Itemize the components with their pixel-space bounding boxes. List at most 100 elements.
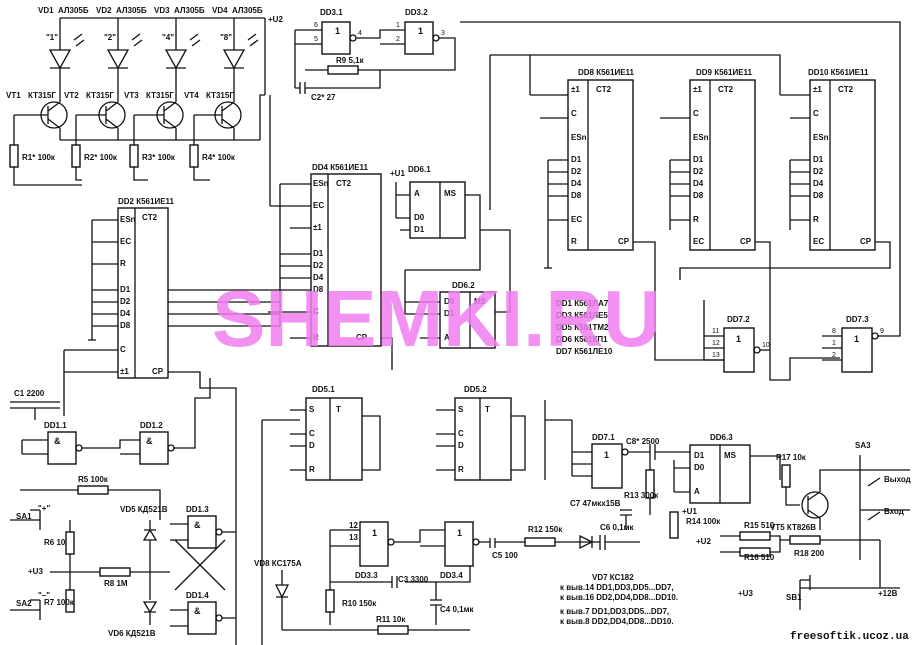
svg-text:EC: EC <box>813 237 824 246</box>
led-part-vd1: АЛ305Б <box>58 6 89 15</box>
counter-dd2: DD2 К561ИЕ11 CT2 ESn EC R D1 D2 D4 D8 C … <box>63 197 280 645</box>
chip-dd3: DD3 К561ЛЕ5 <box>556 311 608 320</box>
svg-text:CT2: CT2 <box>142 213 158 222</box>
svg-text:D1: D1 <box>414 225 425 234</box>
svg-text:ESn: ESn <box>813 133 829 142</box>
chip-dd7: DD7 К561ЛЕ10 <box>556 347 613 356</box>
svg-text:1: 1 <box>832 340 836 347</box>
pin-note-2: к выв.16 DD2,DD4,DD8...DD10. <box>560 593 678 602</box>
counter-dd10-title: DD10 К561ИЕ11 <box>808 68 869 77</box>
svg-text:9: 9 <box>880 328 884 335</box>
svg-text:D4: D4 <box>313 273 324 282</box>
supply-u2: +U2 <box>696 537 711 546</box>
svg-text:MS: MS <box>474 297 487 306</box>
svg-text:6: 6 <box>314 22 318 29</box>
svg-text:D2: D2 <box>813 167 824 176</box>
supply-u3-left: +U3 <box>28 567 43 576</box>
svg-text:1: 1 <box>335 26 340 36</box>
svg-text:A: A <box>414 189 420 198</box>
svg-text:13: 13 <box>349 533 358 542</box>
supply-u3-right: +U3 <box>738 589 753 598</box>
capacitor-c7: C7 47мкх15В <box>570 499 621 508</box>
base-resistors <box>9 144 210 186</box>
svg-text:&: & <box>194 606 201 616</box>
capacitor-c4: C4 0,1мк <box>440 605 474 614</box>
svg-text:ESn: ESn <box>571 133 587 142</box>
resistor-r18: R18 200 <box>794 549 825 558</box>
label-output: Выход <box>884 475 911 484</box>
resistor-r13: R13 300к <box>624 491 659 500</box>
svg-text:ESn: ESn <box>120 215 136 224</box>
svg-text:4: 4 <box>358 30 362 37</box>
svg-text:1: 1 <box>396 22 400 29</box>
svg-text:ESn: ESn <box>313 179 329 188</box>
chip-dd6: DD6 К561КП1 <box>556 335 608 344</box>
svg-text:D4: D4 <box>571 179 582 188</box>
led-digit-2: "2" <box>104 33 116 42</box>
svg-text:R: R <box>309 465 315 474</box>
resistor-r8: R8 1М <box>104 579 128 588</box>
svg-text:C: C <box>813 109 819 118</box>
svg-text:C: C <box>313 307 319 316</box>
input-section: C1 2200 DD1.1 & DD1.2 & R5 100к SA1 "+" … <box>10 378 236 638</box>
switch-sa1-mark: "+" <box>38 504 50 513</box>
svg-text:D1: D1 <box>813 155 824 164</box>
transistor-vt5: VT5 КТ826В <box>770 523 816 532</box>
flip-flops-dd5: DD5.1 S T C D R DD5.2 S T C D R <box>261 385 526 645</box>
svg-text:D4: D4 <box>813 179 824 188</box>
resistor-r11: R11 10к <box>376 615 406 624</box>
transistor-vt2: VT2 <box>64 91 79 100</box>
counter-dd8: DD8 К561ИЕ11 CT2 ±1 C ESn D1 D2 D4 D8 EC… <box>567 68 635 251</box>
svg-text:CP: CP <box>618 237 630 246</box>
counter-dd9-title: DD9 К561ИЕ11 <box>696 68 753 77</box>
gate-dd11-label: DD1.1 <box>44 421 67 430</box>
gate-dd13-label: DD1.3 <box>186 505 209 514</box>
diode-vd6: VD6 КД521В <box>108 629 156 638</box>
resistor-r2: R2* 100к <box>84 153 118 162</box>
led-part-vd3: АЛ305Б <box>174 6 205 15</box>
gate-dd72-label: DD7.2 <box>727 315 750 324</box>
svg-text:D1: D1 <box>120 285 131 294</box>
svg-text:10: 10 <box>762 342 770 349</box>
gate-dd34-label: DD3.4 <box>440 571 463 580</box>
svg-text:&: & <box>194 520 201 530</box>
svg-text:1: 1 <box>604 450 609 460</box>
led-symbols <box>48 17 265 88</box>
button-sb1: SB1 <box>786 593 802 602</box>
capacitor-c6: C6 0,1мк <box>600 523 634 532</box>
svg-text:CP: CP <box>356 333 368 342</box>
svg-text:R: R <box>313 333 319 342</box>
zener-vd7: VD7 КС182 <box>592 573 634 582</box>
counter-dd4-title: DD4 К561ИЕ11 <box>312 163 369 172</box>
svg-text:EC: EC <box>571 215 582 224</box>
svg-text:D1: D1 <box>571 155 582 164</box>
led-digit-1: "1" <box>46 33 58 42</box>
led-digit-4: "4" <box>162 33 174 42</box>
supply-u1: +U1 <box>390 169 405 178</box>
trigger-dd52-label: DD5.2 <box>464 385 487 394</box>
svg-text:C: C <box>571 109 577 118</box>
svg-text:D8: D8 <box>120 321 131 330</box>
diode-vd5: VD5 КД521В <box>120 505 168 514</box>
output-section: DD7.1 1 C8* 2500 R13 300к C7 47мкх15В DD… <box>544 400 911 626</box>
gate-dd32-label: DD3.2 <box>405 8 428 17</box>
supply-u1-bottom: +U1 <box>682 507 697 516</box>
switch-sa3: SA3 <box>855 441 871 450</box>
svg-text:D2: D2 <box>571 167 582 176</box>
gate-dd73-label: DD7.3 <box>846 315 869 324</box>
resistor-r15: R15 510 <box>744 521 775 530</box>
transistor-vt3-part: КТ315Г <box>146 91 174 100</box>
svg-text:D1: D1 <box>693 155 704 164</box>
svg-text:D: D <box>458 441 464 450</box>
svg-text:CT2: CT2 <box>596 85 612 94</box>
svg-text:13: 13 <box>712 352 720 359</box>
resistor-r1: R1* 100к <box>22 153 56 162</box>
led-digit-8: "8" <box>220 33 232 42</box>
svg-text:CP: CP <box>152 367 164 376</box>
chip-dd1: DD1 К561ЛА7 <box>556 299 609 308</box>
mux-dd62-label: DD6.2 <box>452 281 475 290</box>
led-label-vd3: VD3 <box>154 6 170 15</box>
svg-text:A: A <box>444 333 450 342</box>
svg-text:C: C <box>458 429 464 438</box>
resistor-r6: R6 100к <box>44 538 75 547</box>
